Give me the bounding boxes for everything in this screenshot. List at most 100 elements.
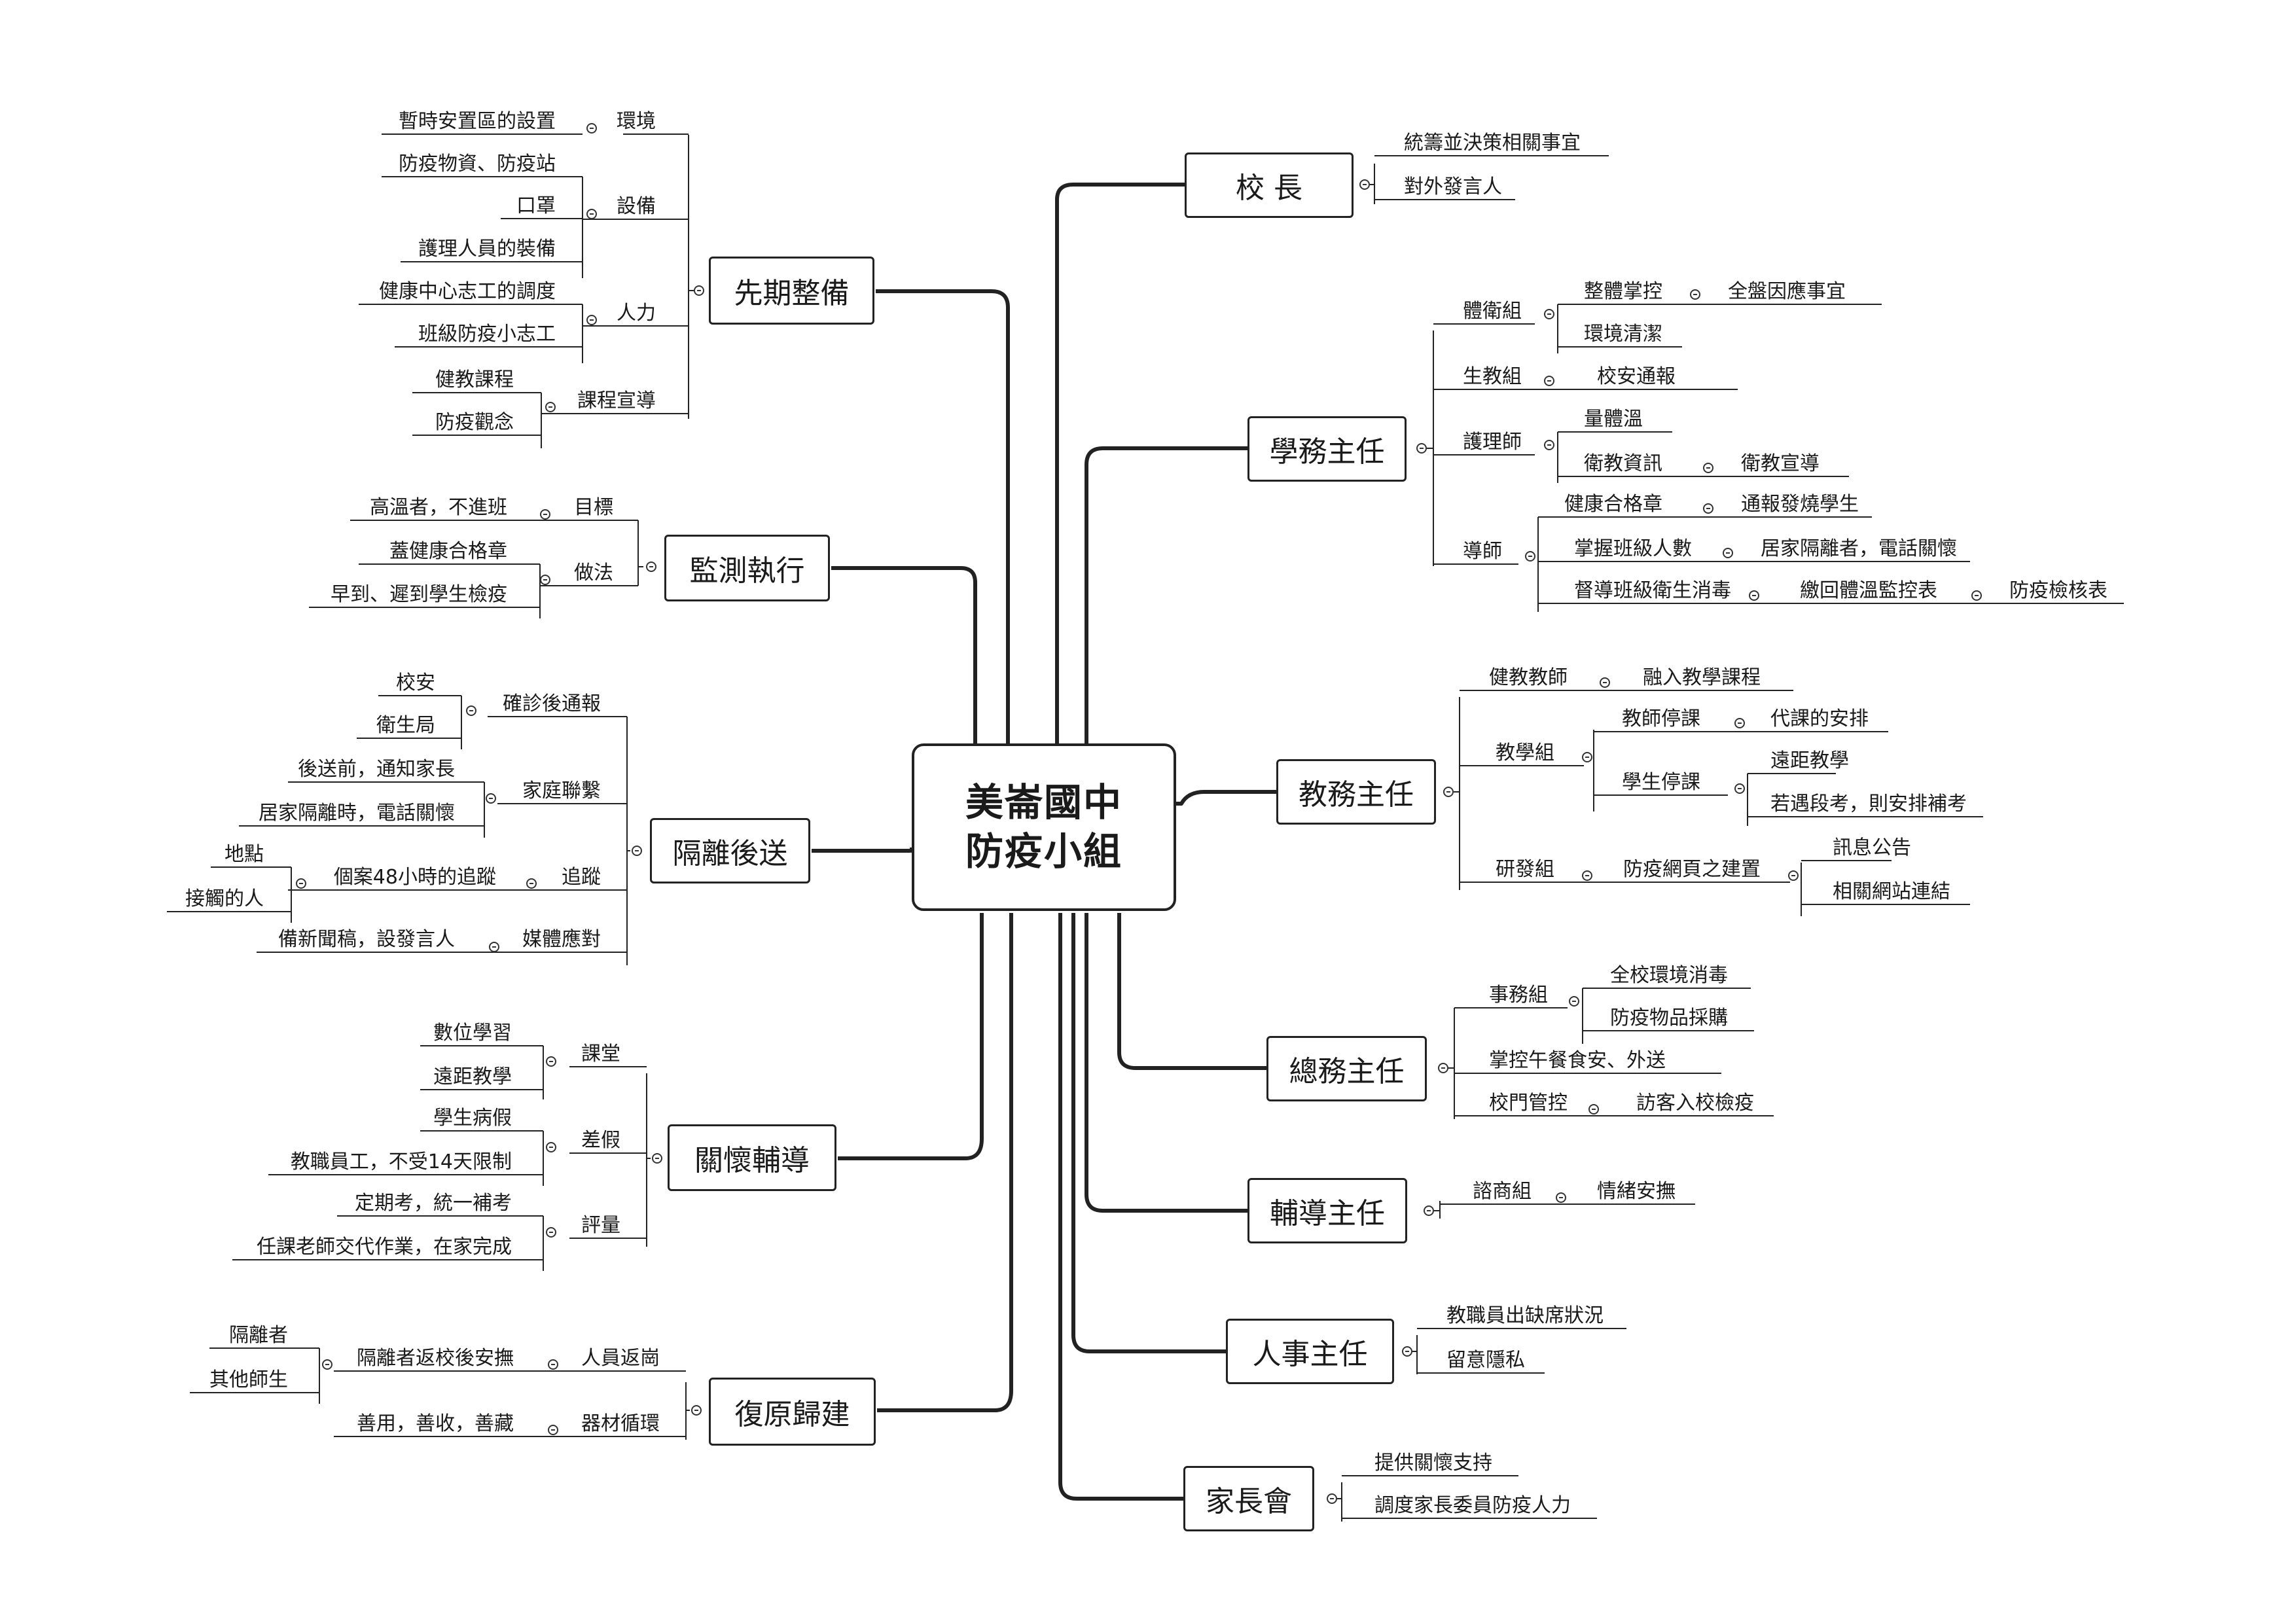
collapse-toggle-icon[interactable] (489, 942, 499, 952)
collapse-toggle-icon[interactable] (1588, 1104, 1599, 1115)
collapse-toggle-icon[interactable] (586, 315, 597, 325)
node-口罩: 口罩 (516, 194, 556, 217)
collapse-toggle-icon[interactable] (1544, 440, 1554, 450)
node-暫時安置區的設置: 暫時安置區的設置 (399, 110, 556, 133)
node-家庭聯繫: 家庭聯繫 (522, 779, 601, 802)
node-訊息公告: 訊息公告 (1833, 836, 1911, 859)
node-衛生局: 衛生局 (376, 714, 435, 737)
collapse-toggle-icon[interactable] (545, 402, 556, 412)
collapse-toggle-icon[interactable] (632, 846, 642, 856)
node-繳回體溫監控表: 繳回體溫監控表 (1800, 579, 1937, 602)
collapse-toggle-icon[interactable] (1734, 718, 1745, 728)
branch-輔導主任: 輔導主任 (1247, 1178, 1407, 1243)
collapse-toggle-icon[interactable] (1438, 1063, 1448, 1073)
collapse-toggle-icon[interactable] (1443, 787, 1454, 797)
branch-先期整備: 先期整備 (709, 257, 874, 325)
branch-隔離後送: 隔離後送 (650, 818, 810, 883)
node-督導班級衛生消毒: 督導班級衛生消毒 (1574, 579, 1731, 602)
collapse-toggle-icon[interactable] (694, 285, 704, 296)
collapse-toggle-icon[interactable] (1424, 1205, 1434, 1216)
node-導師: 導師 (1463, 540, 1502, 563)
node-目標: 目標 (574, 496, 613, 519)
node-數位學習: 數位學習 (433, 1022, 512, 1044)
collapse-toggle-icon[interactable] (1556, 1192, 1566, 1203)
collapse-toggle-icon[interactable] (1569, 996, 1579, 1007)
collapse-toggle-icon[interactable] (1600, 677, 1610, 688)
collapse-toggle-icon[interactable] (548, 1425, 558, 1435)
node-個案48小時的追蹤: 個案48小時的追蹤 (333, 866, 496, 889)
collapse-toggle-icon[interactable] (1749, 590, 1759, 601)
node-課堂: 課堂 (581, 1043, 620, 1065)
node-全盤因應事宜: 全盤因應事宜 (1728, 280, 1846, 303)
node-評量: 評量 (581, 1214, 620, 1237)
node-其他師生: 其他師生 (209, 1368, 288, 1391)
collapse-toggle-icon[interactable] (296, 878, 306, 889)
node-護理師: 護理師 (1463, 431, 1522, 454)
collapse-toggle-icon[interactable] (1734, 783, 1745, 794)
node-校門管控: 校門管控 (1489, 1092, 1568, 1115)
node-班級防疫小志工: 班級防疫小志工 (418, 323, 556, 346)
collapse-toggle-icon[interactable] (546, 1227, 556, 1238)
node-差假: 差假 (581, 1129, 620, 1152)
collapse-toggle-icon[interactable] (1327, 1493, 1337, 1504)
collapse-toggle-icon[interactable] (466, 705, 476, 716)
node-防疫物資、防疫站: 防疫物資、防疫站 (399, 152, 556, 175)
node-訪客入校檢疫: 訪客入校檢疫 (1636, 1092, 1754, 1115)
node-學生病假: 學生病假 (433, 1107, 512, 1130)
branch-監測執行: 監測執行 (664, 535, 830, 601)
collapse-toggle-icon[interactable] (1402, 1346, 1412, 1357)
collapse-toggle-icon[interactable] (1703, 503, 1713, 514)
collapse-toggle-icon[interactable] (486, 793, 496, 804)
collapse-toggle-icon[interactable] (322, 1359, 332, 1370)
node-人員返崗: 人員返崗 (581, 1347, 660, 1370)
collapse-toggle-icon[interactable] (1723, 548, 1733, 558)
node-衛教宣導: 衛教宣導 (1741, 452, 1820, 475)
node-體衛組: 體衛組 (1463, 300, 1522, 323)
node-接觸的人: 接觸的人 (185, 887, 264, 910)
collapse-toggle-icon[interactable] (1544, 309, 1554, 319)
node-融入教學課程: 融入教學課程 (1643, 666, 1761, 689)
collapse-toggle-icon[interactable] (1582, 870, 1592, 881)
collapse-toggle-icon[interactable] (1690, 289, 1700, 300)
node-蓋健康合格章: 蓋健康合格章 (389, 540, 507, 563)
node-相關網站連結: 相關網站連結 (1833, 880, 1950, 903)
central-node-line-2: 防疫小組 (965, 829, 1122, 874)
node-通報發燒學生: 通報發燒學生 (1741, 493, 1859, 516)
collapse-toggle-icon[interactable] (526, 878, 537, 889)
node-防疫網頁之建置: 防疫網頁之建置 (1623, 858, 1761, 881)
collapse-toggle-icon[interactable] (646, 562, 656, 572)
node-諮商組: 諮商組 (1473, 1180, 1532, 1203)
node-學生停課: 學生停課 (1622, 771, 1700, 794)
collapse-toggle-icon[interactable] (546, 1142, 556, 1152)
collapse-toggle-icon[interactable] (652, 1153, 662, 1164)
node-人力: 人力 (617, 302, 656, 325)
collapse-toggle-icon[interactable] (1971, 590, 1982, 601)
collapse-toggle-icon[interactable] (540, 509, 550, 520)
collapse-toggle-icon[interactable] (1416, 443, 1427, 454)
collapse-toggle-icon[interactable] (1544, 376, 1554, 386)
branch-復原歸建: 復原歸建 (709, 1378, 876, 1446)
node-環境清潔: 環境清潔 (1584, 323, 1662, 346)
branch-connector (1085, 913, 1247, 1213)
collapse-toggle-icon[interactable] (1582, 752, 1592, 762)
node-高溫者，不進班: 高溫者，不進班 (370, 496, 507, 519)
branch-connector (1058, 913, 1183, 1501)
node-研發組: 研發組 (1496, 858, 1554, 881)
collapse-toggle-icon[interactable] (546, 1056, 556, 1067)
collapse-toggle-icon[interactable] (691, 1405, 702, 1416)
node-隔離者返校後安撫: 隔離者返校後安撫 (357, 1347, 514, 1370)
collapse-toggle-icon[interactable] (548, 1359, 558, 1370)
node-居家隔離者，電話關懷: 居家隔離者，電話關懷 (1761, 537, 1957, 560)
node-若遇段考，則安排補考: 若遇段考，則安排補考 (1770, 793, 1967, 815)
collapse-toggle-icon[interactable] (1788, 870, 1799, 881)
collapse-toggle-icon[interactable] (1525, 551, 1535, 562)
branch-家長會: 家長會 (1183, 1466, 1314, 1531)
node-健康中心志工的調度: 健康中心志工的調度 (379, 280, 556, 303)
node-地點: 地點 (224, 843, 264, 866)
collapse-toggle-icon[interactable] (1359, 179, 1370, 190)
collapse-toggle-icon[interactable] (586, 209, 597, 219)
node-追蹤: 追蹤 (562, 866, 601, 889)
collapse-toggle-icon[interactable] (540, 575, 550, 585)
collapse-toggle-icon[interactable] (1703, 463, 1713, 473)
collapse-toggle-icon[interactable] (586, 123, 597, 134)
